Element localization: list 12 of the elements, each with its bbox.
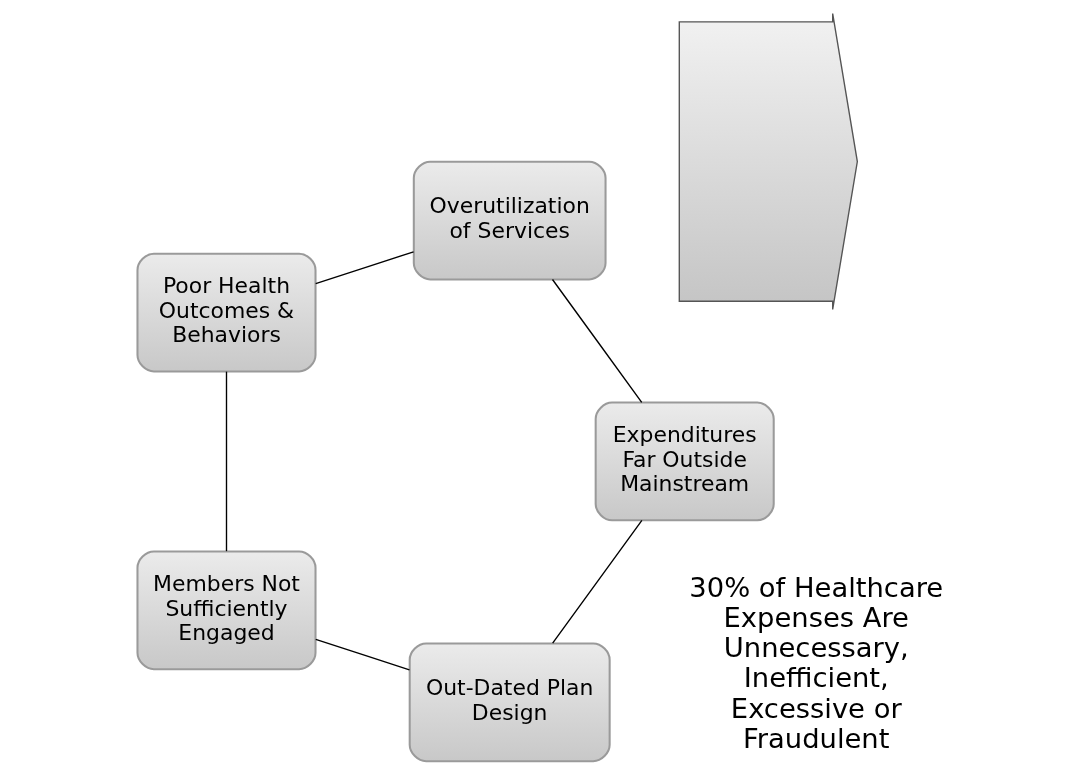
node-arrow <box>678 12 858 311</box>
connector <box>551 278 642 403</box>
connector <box>314 638 410 671</box>
node-box: Poor Health Outcomes & Behaviors <box>135 252 317 373</box>
node-box: Overutilization of Services <box>412 160 607 281</box>
node-box: Out-Dated Plan Design <box>408 642 611 763</box>
connector <box>551 519 643 644</box>
node-box: Members Not Sufficiently Engaged <box>135 550 317 671</box>
connector <box>314 251 414 285</box>
label: 30% of Healthcare Expenses Are Unnecessary, Inefficient, Excessive or Fraudulent <box>688 572 943 754</box>
node-box: Expenditures Far Outside Mainstream <box>594 401 775 522</box>
connector <box>225 370 227 552</box>
